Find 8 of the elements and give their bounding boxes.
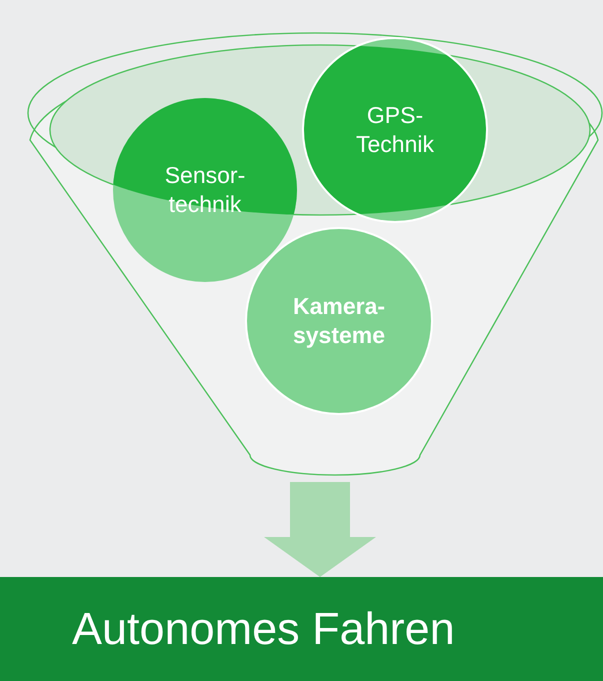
circle xyxy=(303,38,487,222)
node-label: Kamera- systeme xyxy=(292,292,386,350)
node-label: GPS- Technik xyxy=(355,101,435,159)
node-label: Autonomes Fahren xyxy=(71,602,456,656)
node-label: Sensor- technik xyxy=(164,161,246,219)
result-banner xyxy=(0,577,603,681)
circle xyxy=(246,228,432,414)
arrow xyxy=(264,482,376,577)
